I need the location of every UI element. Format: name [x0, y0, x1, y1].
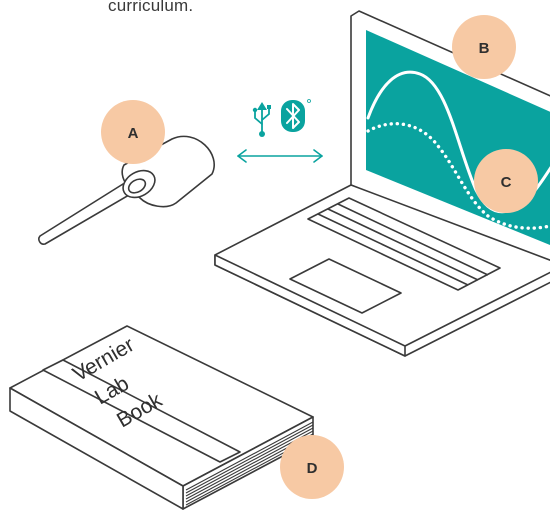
callout-a-circle [101, 100, 165, 164]
laptop-trackpad [289, 258, 402, 314]
sensor-cap [122, 169, 156, 199]
book-left-side [9, 387, 184, 510]
callout-c-label: C [501, 174, 512, 191]
book-spine-band [42, 359, 241, 463]
callout-c: C [474, 149, 538, 213]
callout-d: D [280, 435, 344, 499]
callout-b: B [452, 15, 516, 79]
keyboard-row [317, 213, 469, 286]
callout-b-circle [452, 15, 516, 79]
callout-c-circle [474, 149, 538, 213]
callout-a: A [101, 100, 165, 164]
callout-d-circle [280, 435, 344, 499]
bluetooth-icon [281, 100, 305, 132]
lab-book [9, 325, 314, 510]
keyboard-row [327, 208, 479, 281]
sensor-cap-inner [127, 178, 147, 194]
callout-b-label: B [479, 40, 490, 57]
graph-dotted-line [366, 122, 550, 230]
callout-d-label: D [307, 460, 318, 477]
sensor-rod [38, 183, 130, 245]
usb-icon [252, 102, 271, 137]
registered-mark-icon [307, 99, 311, 103]
double-arrow-icon [237, 149, 323, 163]
callout-a-label: A [128, 125, 139, 142]
keyboard-row [337, 203, 489, 276]
